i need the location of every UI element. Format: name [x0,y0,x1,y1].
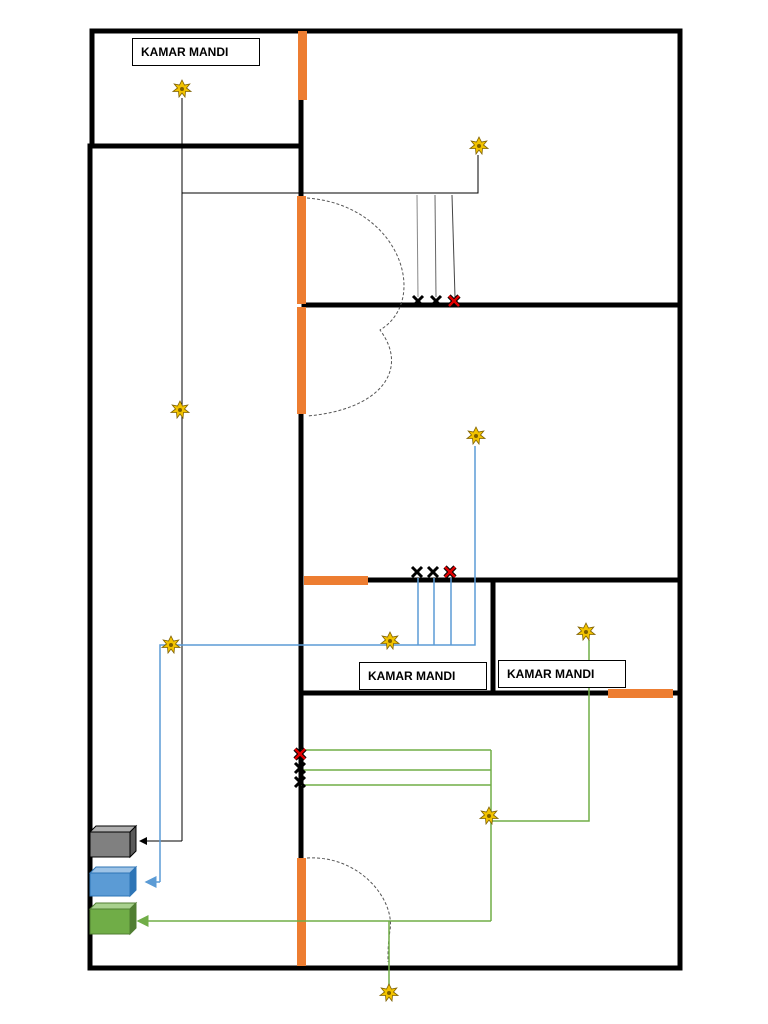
lamp-icon [466,426,486,445]
panel-box-icon [89,908,131,935]
lamp-icon [379,983,399,1002]
door-room-2 [297,307,306,414]
door-bathroom-mid-left [304,576,368,585]
door-bathroom-mid-right [608,689,673,698]
circuit-black [139,98,479,845]
lamp-icon [469,136,489,155]
panel-box-icon [89,872,131,897]
switch-icon [410,565,424,579]
door-swing-arc-front [306,857,391,963]
panel-blue [88,865,138,898]
lamp-icon [170,400,190,419]
wire-switch-c [451,194,456,298]
lamp-icon [380,631,400,650]
door-swing-arc-1 [306,197,405,417]
lamp-icon [576,622,596,641]
panel-gray [88,824,138,859]
wire-blue-lamp [159,446,476,882]
panel-green [88,901,138,936]
wire-green-bath [491,640,590,822]
circuit-green [136,640,590,986]
switch-icon [426,565,440,579]
circuit-blue [144,446,476,888]
walls [87,28,683,971]
room-label-bathroom-top: KAMAR MANDI [132,38,260,66]
switch-icon [445,567,455,577]
doors [297,31,673,966]
door-swings [306,197,405,963]
wire-black-branch [182,155,479,194]
room-label-bathroom-mid-right: KAMAR MANDI [498,660,626,688]
lamp-icon [172,79,192,98]
switches [295,296,459,789]
wire-switch-a [416,194,419,298]
lamps [161,79,596,1002]
door-front [297,858,306,966]
room-label-bathroom-mid-left: KAMAR MANDI [359,662,487,690]
door-room-1 [297,196,306,304]
door-bathroom-top [298,31,307,100]
wire-switch-b [434,194,437,298]
panel-box-icon [89,831,131,858]
